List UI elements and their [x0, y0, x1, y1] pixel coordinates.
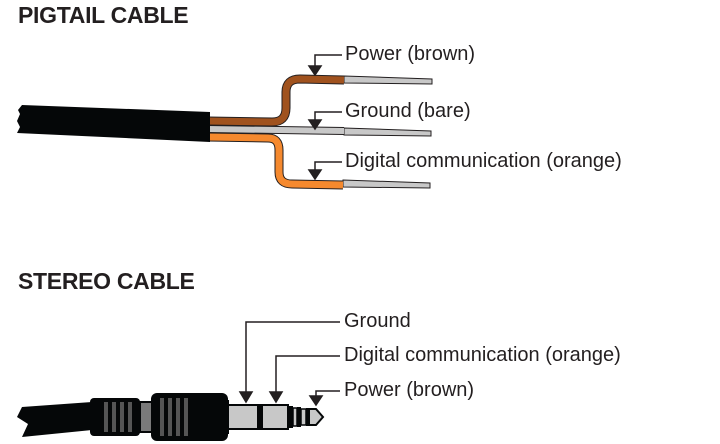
ground-leader-line	[245, 321, 340, 394]
pigtail-leaders	[307, 54, 342, 181]
digital-leader-line	[314, 161, 342, 171]
ring-digital	[261, 404, 289, 430]
power-leader-line	[315, 390, 340, 396]
pigtail-power-label: Power (brown)	[345, 43, 476, 65]
pigtail-ground-label: Ground (bare)	[345, 100, 471, 122]
pigtail-cable-title: PIGTAIL CABLE	[18, 2, 189, 28]
stereo-cable-title: STEREO CABLE	[18, 268, 195, 294]
sleeve-ground	[227, 404, 259, 430]
power-arrow-icon	[307, 65, 323, 77]
ground-arrow-icon	[307, 119, 323, 131]
pigtail-digital-label: Digital communication (orange)	[345, 150, 622, 172]
stereo-cable	[17, 321, 340, 441]
power-bare-tip	[343, 75, 433, 85]
pigtail-cable	[17, 54, 433, 190]
cable-jacket	[17, 105, 210, 142]
tip-power	[308, 408, 325, 426]
power-wire	[207, 74, 345, 127]
ground-leader-line	[314, 111, 342, 121]
collar	[139, 401, 153, 433]
stereo-ground-label: Ground	[344, 310, 411, 332]
ground-bare-tip	[343, 127, 432, 137]
ground-arrow-icon	[238, 391, 254, 404]
stereo-cable-end	[17, 402, 92, 437]
digital-bare-tip	[342, 179, 431, 189]
stereo-leaders	[238, 321, 340, 407]
power-arrow-icon	[308, 395, 324, 407]
stereo-digital-label: Digital communication (orange)	[344, 344, 621, 366]
stereo-power-label: Power (brown)	[344, 379, 475, 401]
digital-leader-line	[275, 355, 340, 394]
digital-arrow-icon	[307, 169, 323, 181]
digital-arrow-icon	[268, 391, 284, 404]
power-leader-line	[314, 54, 342, 67]
